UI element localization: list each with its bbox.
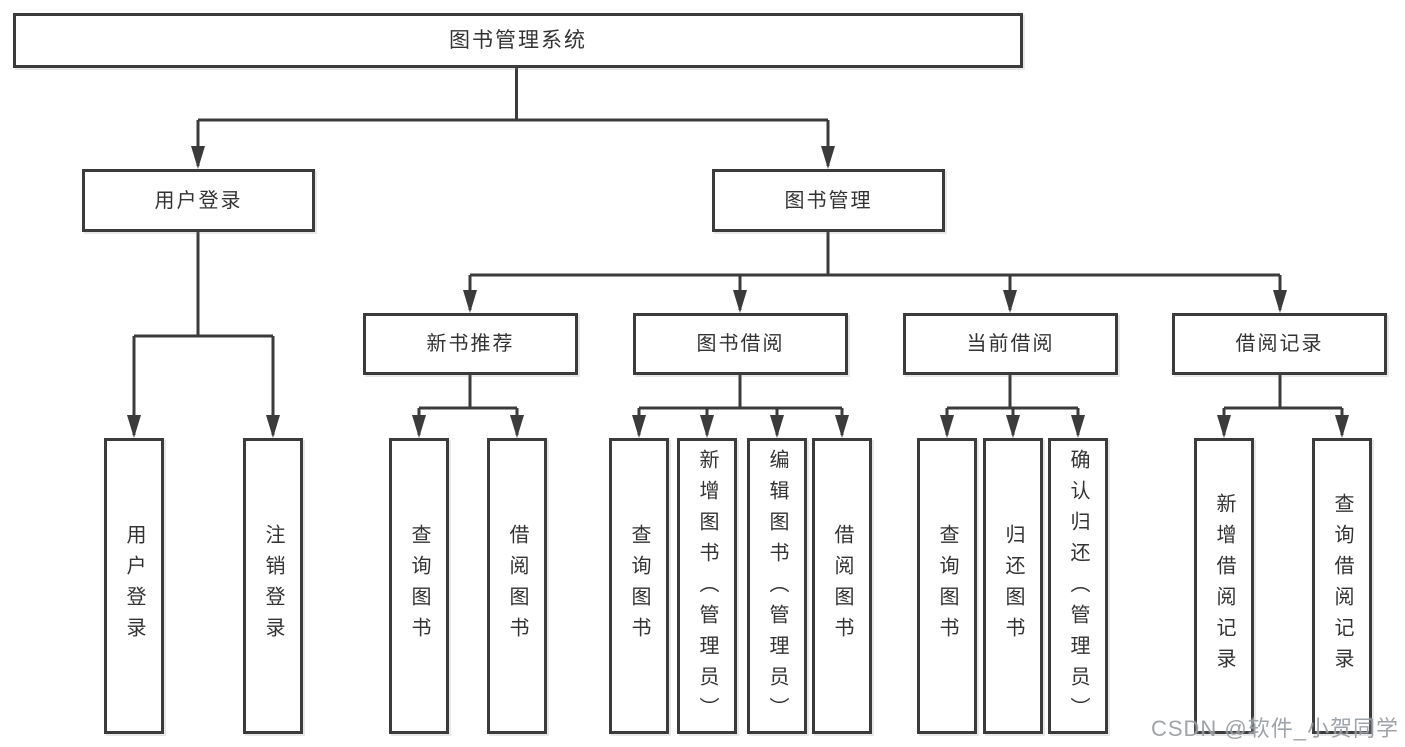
node-leaf-query-books-3: 查询图书 xyxy=(917,438,977,734)
node-leaf-return-book: 归还图书 xyxy=(983,438,1043,734)
node-leaf-query-books-2: 查询图书 xyxy=(609,438,669,734)
node-leaf-query-books-1: 查询图书 xyxy=(389,438,449,734)
node-book-management: 图书管理 xyxy=(712,169,945,232)
node-library-management-system: 图书管理系统 xyxy=(13,13,1023,68)
node-leaf-logout: 注销登录 xyxy=(243,438,303,734)
node-book-borrowing: 图书借阅 xyxy=(633,313,848,375)
node-current-borrowing: 当前借阅 xyxy=(903,313,1118,375)
node-leaf-add-borrow-record: 新增借阅记录 xyxy=(1194,438,1254,734)
node-leaf-query-borrow-record: 查询借阅记录 xyxy=(1312,438,1372,734)
node-leaf-borrow-books-2: 借阅图书 xyxy=(812,438,872,734)
node-borrowing-records: 借阅记录 xyxy=(1172,313,1387,375)
node-leaf-confirm-return-admin: 确认归还（管理员） xyxy=(1048,438,1108,734)
node-user-login: 用户登录 xyxy=(82,169,315,232)
node-leaf-borrow-books-1: 借阅图书 xyxy=(487,438,547,734)
node-leaf-add-book-admin: 新增图书（管理员） xyxy=(677,438,737,734)
csdn-watermark: CSDN @软件_小贺同学 xyxy=(1150,716,1399,741)
node-leaf-edit-book-admin: 编辑图书（管理员） xyxy=(747,438,807,734)
node-new-book-recommend: 新书推荐 xyxy=(363,313,578,375)
node-leaf-user-login: 用户登录 xyxy=(104,438,164,734)
arrowheads xyxy=(127,146,1349,438)
